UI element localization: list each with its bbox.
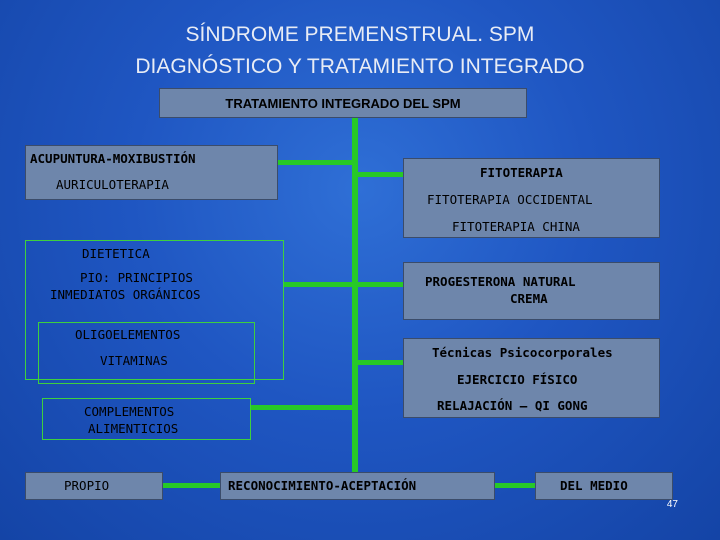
progesterona-box: [403, 262, 660, 320]
relajacion-label: RELAJACIÓN – QI GONG: [437, 398, 588, 413]
reconocimiento-label: RECONOCIMIENTO-ACEPTACIÓN: [228, 478, 417, 493]
dietetica-box: [25, 240, 284, 380]
title-line-1: SÍNDROME PREMENSTRUAL. SPM: [185, 23, 535, 46]
fitoterapia-box: [403, 158, 660, 238]
page-number: 47: [666, 499, 678, 510]
connector-complementos: [251, 405, 354, 410]
connector-main-vertical: [352, 118, 358, 488]
del-medio-box: [535, 472, 673, 500]
del-medio-label: DEL MEDIO: [560, 478, 628, 493]
connector-tecnicas: [355, 360, 403, 365]
oligoelementos-box: [38, 322, 255, 384]
fitoterapia-label: FITOTERAPIA: [480, 165, 563, 180]
oligoelementos-label: OLIGOELEMENTOS: [75, 327, 181, 342]
title-line-2: DIAGNÓSTICO Y TRATAMIENTO INTEGRADO: [135, 55, 585, 78]
progesterona-label-line1: PROGESTERONA NATURAL: [425, 274, 576, 289]
complementos-box: [42, 398, 251, 440]
tecnicas-box: [403, 338, 660, 418]
auriculoterapia-label: AURICULOTERAPIA: [56, 177, 169, 192]
propio-label: PROPIO: [64, 478, 110, 493]
tecnicas-label: Técnicas Psicocorporales: [432, 345, 613, 360]
complementos-label-line1: COMPLEMENTOS: [84, 404, 175, 419]
dietetica-label: DIETETICA: [82, 246, 150, 261]
reconocimiento-box: [220, 472, 495, 500]
propio-box: [25, 472, 163, 500]
connector-fitoterapia: [355, 172, 403, 177]
root-box: TRATAMIENTO INTEGRADO DEL SPM: [159, 88, 527, 118]
connector-bottom-right: [495, 483, 535, 488]
fitoterapia-china-label: FITOTERAPIA CHINA: [452, 219, 580, 234]
progesterona-label-line2: CREMA: [510, 291, 548, 306]
pio-label-line2: INMEDIATOS ORGÁNICOS: [50, 287, 201, 302]
connector-bottom-left: [163, 483, 220, 488]
connector-dietetica: [284, 282, 354, 287]
complementos-label-line2: ALIMENTICIOS: [88, 421, 179, 436]
acupuntura-label: ACUPUNTURA-MOXIBUSTIÓN: [30, 151, 196, 166]
ejercicio-label: EJERCICIO FÍSICO: [457, 372, 578, 387]
pio-label-line1: PIO: PRINCIPIOS: [80, 270, 193, 285]
root-label: TRATAMIENTO INTEGRADO DEL SPM: [225, 96, 461, 111]
acupuntura-box: [25, 145, 278, 200]
vitaminas-label: VITAMINAS: [100, 353, 168, 368]
connector-acupuntura: [278, 160, 354, 165]
fitoterapia-occidental-label: FITOTERAPIA OCCIDENTAL: [427, 192, 593, 207]
connector-progesterona: [355, 282, 403, 287]
